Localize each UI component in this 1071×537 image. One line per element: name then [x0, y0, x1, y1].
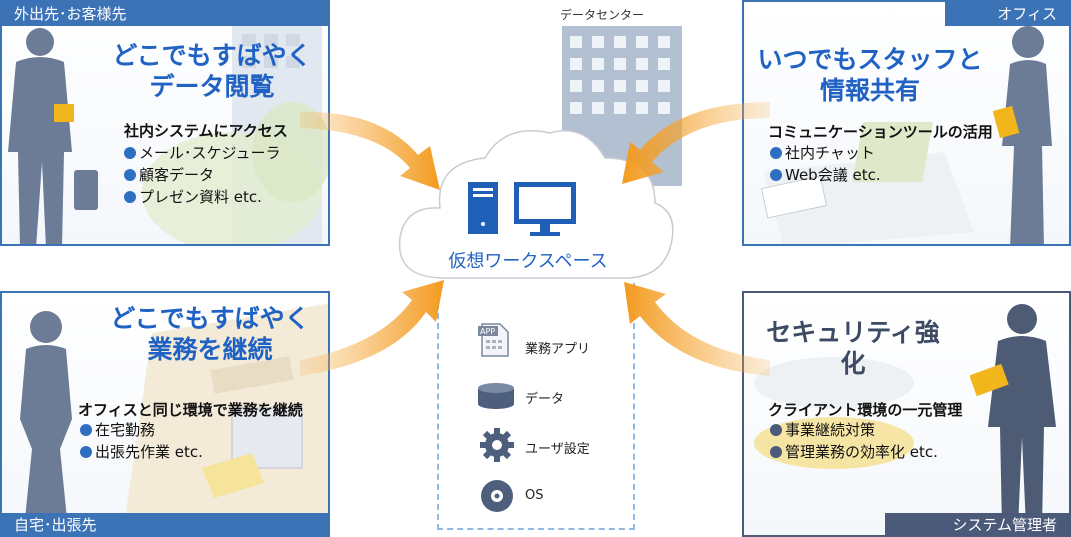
list-item: 出張先作業 etc. — [80, 441, 203, 463]
list-item: 社内チャット — [770, 142, 875, 164]
tab-label: オフィス — [945, 2, 1069, 26]
desk-illustration — [122, 303, 328, 535]
list-item: 在宅勤務 — [80, 419, 155, 441]
title-line: セキュリティ強化 — [766, 318, 940, 378]
list-item: 管理業務の効率化 etc. — [770, 441, 938, 463]
bullet-text: 出張先作業 etc. — [95, 443, 203, 461]
office-desk-illustration — [760, 122, 974, 244]
workspace-items-box — [437, 283, 635, 530]
disc-icon — [481, 480, 513, 512]
bullet-dot — [124, 169, 136, 181]
list-item: 顧客データ — [124, 164, 214, 186]
bullet-dot — [770, 446, 782, 458]
woman-silhouette — [20, 311, 72, 529]
bullet-text: 顧客データ — [139, 166, 215, 184]
list-item: 事業継続対策 — [770, 419, 875, 441]
panel-office: オフィス いつでもスタッフと 情報共有 コミュニケーションツールの活用 社内チャ… — [742, 0, 1071, 246]
panel-title: セキュリティ強化 — [758, 317, 948, 379]
title-line: いつでもスタッフと — [757, 45, 983, 74]
list-item: Web会議 etc. — [770, 164, 881, 186]
svg-text:APP: APP — [480, 327, 495, 336]
businessman-silhouette — [8, 28, 98, 244]
workspace-item-label: OS — [525, 488, 544, 503]
tab-label: システム管理者 — [885, 513, 1069, 535]
bullet-text: 管理業務の効率化 etc. — [785, 443, 938, 461]
database-icon — [478, 383, 514, 409]
bullet-dot — [80, 424, 92, 436]
datacenter-label: データセンター — [560, 8, 645, 22]
woman-silhouette — [992, 26, 1052, 244]
tab-label: 自宅･出張先 — [2, 513, 328, 535]
title-line: どこでもすばやく — [110, 304, 310, 333]
panel-heading: クライアント環境の一元管理 — [768, 401, 963, 419]
panel-outside: 外出先･お客様先 どこでもすばやく データ閲覧 社内システムにアクセス メール･… — [0, 0, 330, 246]
cloud-label: 仮想ワークスペース — [448, 251, 608, 272]
bullet-text: Web会議 etc. — [785, 166, 881, 184]
panel-heading: 社内システムにアクセス — [124, 122, 288, 140]
workspace-item-label: ユーザ設定 — [525, 442, 590, 457]
server-computer-icon — [468, 182, 576, 236]
title-line: データ閲覧 — [149, 72, 275, 101]
bullet-dot — [124, 147, 136, 159]
bullet-text: プレゼン資料 etc. — [139, 188, 262, 206]
bullet-text: 社内チャット — [785, 144, 875, 162]
gear-icon — [480, 428, 514, 462]
bullet-text: メール･スケジューラ — [139, 144, 281, 162]
list-item: プレゼン資料 etc. — [124, 186, 262, 208]
panel-heading: オフィスと同じ環境で業務を継続 — [78, 401, 303, 419]
bullet-dot — [770, 169, 782, 181]
panel-title: どこでもすばやく 業務を継続 — [110, 303, 310, 365]
tab-label: 外出先･お客様先 — [2, 2, 328, 26]
title-line: 業務を継続 — [147, 335, 273, 364]
panel-title: どこでもすばやく データ閲覧 — [112, 40, 312, 102]
panel-home: 自宅･出張先 どこでもすばやく 業務を継続 オフィスと同じ環境で業務を継続 在宅… — [0, 291, 330, 537]
panel-heading: コミュニケーションツールの活用 — [768, 123, 993, 141]
list-item: メール･スケジューラ — [124, 142, 280, 164]
panel-title: いつでもスタッフと 情報共有 — [750, 44, 990, 106]
bullet-dot — [80, 446, 92, 458]
workspace-item-label: 業務アプリ — [525, 342, 591, 357]
chart-illustration — [754, 357, 914, 469]
bullet-text: 在宅勤務 — [95, 421, 156, 439]
title-line: 情報共有 — [819, 76, 920, 105]
panel-admin: セキュリティ強化 クライアント環境の一元管理 事業継続対策 管理業務の効率化 e… — [742, 291, 1071, 537]
businessman-silhouette — [970, 304, 1056, 527]
bullet-text: 事業継続対策 — [785, 421, 876, 439]
bullet-dot — [770, 424, 782, 436]
app-icon: APP — [478, 323, 509, 357]
title-line: どこでもすばやく — [112, 41, 312, 70]
workspace-item-label: データ — [525, 392, 565, 407]
bullet-dot — [770, 147, 782, 159]
bullet-dot — [124, 191, 136, 203]
